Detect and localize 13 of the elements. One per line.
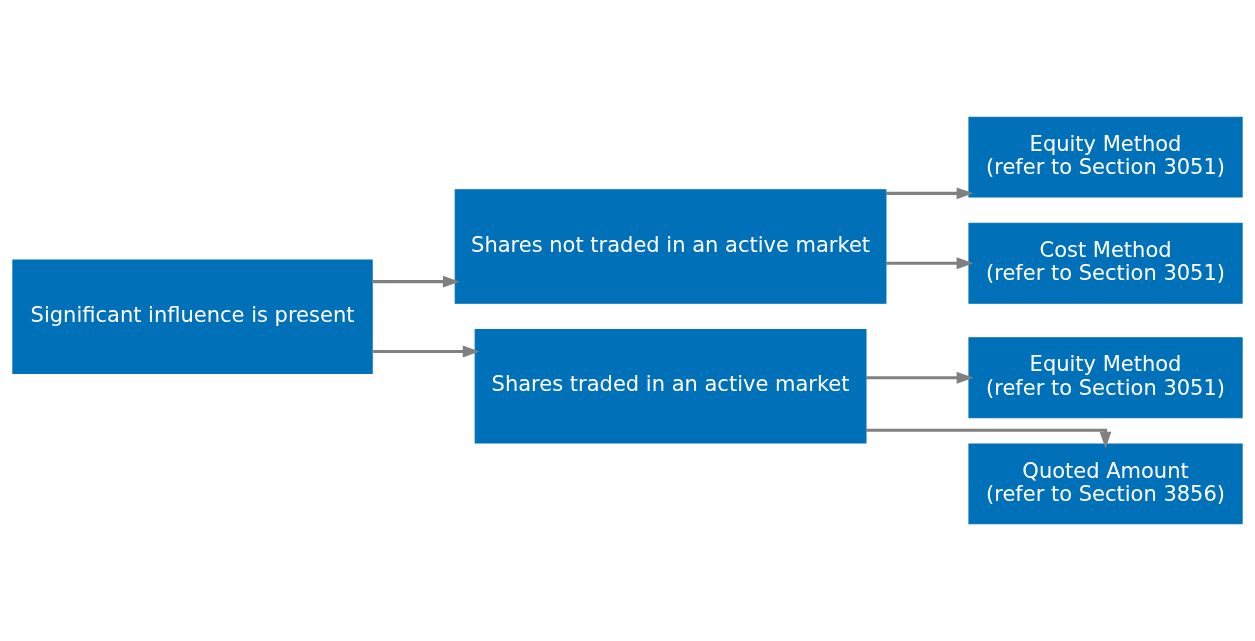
arrow	[866, 371, 974, 384]
node-box: Significant influence is present	[12, 259, 373, 375]
node-box: Equity Method (refer to Section 3051)	[968, 337, 1243, 419]
node-box: Equity Method (refer to Section 3051)	[968, 116, 1243, 198]
node-box: Quoted Amount (refer to Section 3856)	[968, 443, 1243, 525]
arrow	[866, 428, 1112, 449]
node-box: Shares not traded in an active market	[454, 189, 887, 304]
arrow	[886, 257, 974, 270]
arrow	[886, 187, 974, 200]
arrow	[372, 345, 480, 358]
arrow	[372, 275, 460, 288]
node-box: Cost Method (refer to Section 3051)	[968, 222, 1243, 304]
node-box: Shares traded in an active market	[474, 328, 867, 444]
